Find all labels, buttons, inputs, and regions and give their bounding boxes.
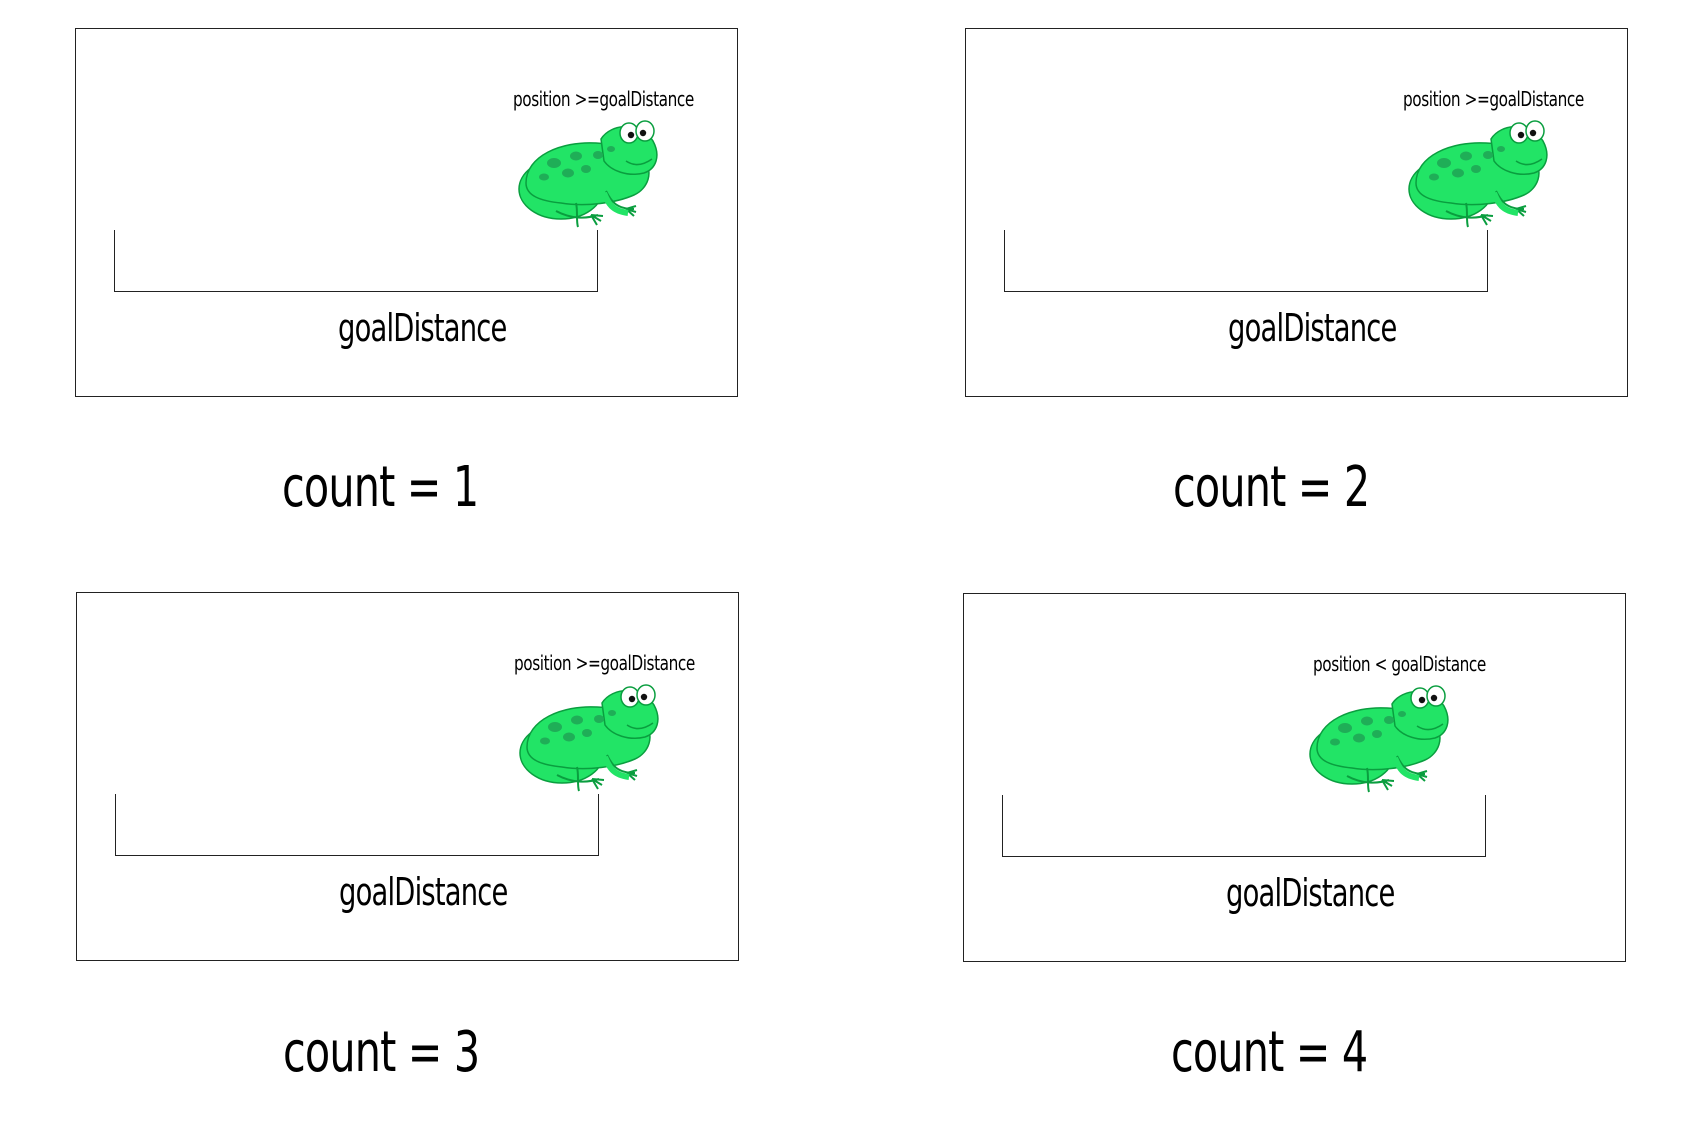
position-status-label: position >=goalDistance [513,87,694,111]
scenario-panel-4: position < goalDistance goalDistance [963,593,1626,962]
position-status-label: position < goalDistance [1313,652,1486,676]
count-label-1: count = 1 [282,455,479,520]
goal-distance-label: goalDistance [1228,306,1397,350]
scenario-panel-3: position >=goalDistance goalDistance [76,592,739,961]
position-status-label: position >=goalDistance [514,651,695,675]
frog-icon [516,111,666,229]
goal-distance-bracket [114,230,598,292]
goal-distance-label: goalDistance [339,870,508,914]
goal-distance-bracket [115,794,599,856]
frog-icon [1307,676,1457,794]
count-label-3: count = 3 [283,1020,480,1085]
frog-icon [1406,111,1556,229]
count-label-2: count = 2 [1173,455,1370,520]
goal-distance-bracket [1002,795,1486,857]
goal-distance-bracket [1004,230,1488,292]
goal-distance-label: goalDistance [1226,871,1395,915]
position-status-label: position >=goalDistance [1403,87,1584,111]
scenario-panel-2: position >=goalDistance goalDistance [965,28,1628,397]
scenario-panel-1: position >=goalDistance goalDistance [75,28,738,397]
goal-distance-label: goalDistance [338,306,507,350]
frog-icon [517,675,667,793]
count-label-4: count = 4 [1171,1020,1368,1085]
